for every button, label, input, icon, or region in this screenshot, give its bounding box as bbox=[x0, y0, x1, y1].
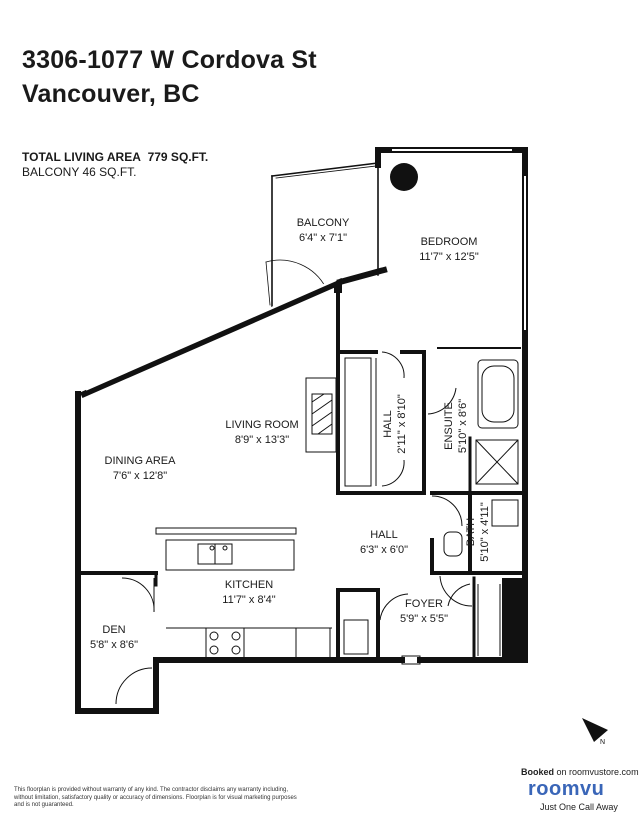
total-living-area: TOTAL LIVING AREA 779 SQ.FT. bbox=[22, 150, 208, 164]
room-name: LIVING ROOM bbox=[225, 419, 299, 431]
room-foyer: FOYER 5'9" x 5'5" bbox=[400, 597, 448, 627]
room-name: BATH bbox=[465, 517, 477, 547]
room-hall-closet: HALL 2'11" x 8'10" bbox=[381, 394, 409, 454]
disclaimer-text: This floorplan is provided without warra… bbox=[14, 787, 297, 808]
room-name: KITCHEN bbox=[224, 579, 274, 591]
room-name: DEN bbox=[102, 624, 126, 636]
room-dims: 5'10" x 4'11" bbox=[479, 502, 491, 562]
room-name: BEDROOM bbox=[420, 236, 478, 248]
booked-prefix: Booked bbox=[521, 767, 555, 777]
room-bedroom: BEDROOM 11'7" x 12'5" bbox=[419, 235, 479, 265]
room-name: HALL bbox=[382, 410, 394, 438]
bedroom-column bbox=[390, 163, 418, 191]
room-hall: HALL 6'3" x 6'0" bbox=[360, 528, 408, 558]
room-name: HALL bbox=[370, 529, 398, 541]
room-ensuite: ENSUITE 5'10" x 8'6" bbox=[442, 399, 470, 453]
room-dining: DINING AREA 7'6" x 12'8" bbox=[105, 454, 176, 484]
brand-logo: roomvu bbox=[528, 778, 605, 800]
room-dims: 5'9" x 5'5" bbox=[399, 613, 449, 625]
compass-label: N bbox=[600, 739, 605, 746]
address-line-2: Vancouver, BC bbox=[22, 80, 200, 108]
room-name: FOYER bbox=[405, 598, 443, 610]
address-line-1: 3306-1077 W Cordova St bbox=[22, 46, 317, 74]
balcony-area: BALCONY 46 SQ.FT. bbox=[22, 165, 137, 179]
room-dims: 6'3" x 6'0" bbox=[359, 544, 409, 556]
room-dims: 8'9" x 13'3" bbox=[234, 434, 290, 446]
room-name: DINING AREA bbox=[104, 455, 176, 467]
room-dims: 11'7" x 8'4" bbox=[222, 594, 276, 606]
room-name: ENSUITE bbox=[443, 402, 455, 450]
room-dims: 5'8" x 8'6" bbox=[89, 639, 139, 651]
brand-tagline: Just One Call Away bbox=[540, 802, 618, 812]
room-kitchen: KITCHEN 11'7" x 8'4" bbox=[222, 578, 275, 608]
room-dims: 5'10" x 8'6" bbox=[457, 398, 469, 454]
room-dims: 2'11" x 8'10" bbox=[396, 394, 408, 454]
room-dims: 11'7" x 12'5" bbox=[419, 251, 479, 263]
room-bath: BATH 5'10" x 4'11" bbox=[464, 502, 492, 562]
room-dims: 6'4" x 7'1" bbox=[298, 232, 348, 244]
room-dims: 7'6" x 12'8" bbox=[112, 470, 168, 482]
total-area-value: 779 SQ.FT. bbox=[147, 150, 209, 164]
booked-suffix: on roomvustore.com bbox=[556, 767, 639, 777]
room-living: LIVING ROOM 8'9" x 13'3" bbox=[225, 418, 298, 448]
booked-on-text: Booked on roomvustore.com bbox=[521, 767, 639, 777]
room-name: BALCONY bbox=[296, 217, 350, 229]
room-den: DEN 5'8" x 8'6" bbox=[90, 623, 138, 653]
total-area-label: TOTAL LIVING AREA bbox=[22, 150, 141, 164]
north-arrow-icon: N bbox=[582, 718, 608, 746]
room-balcony: BALCONY 6'4" x 7'1" bbox=[297, 216, 350, 246]
